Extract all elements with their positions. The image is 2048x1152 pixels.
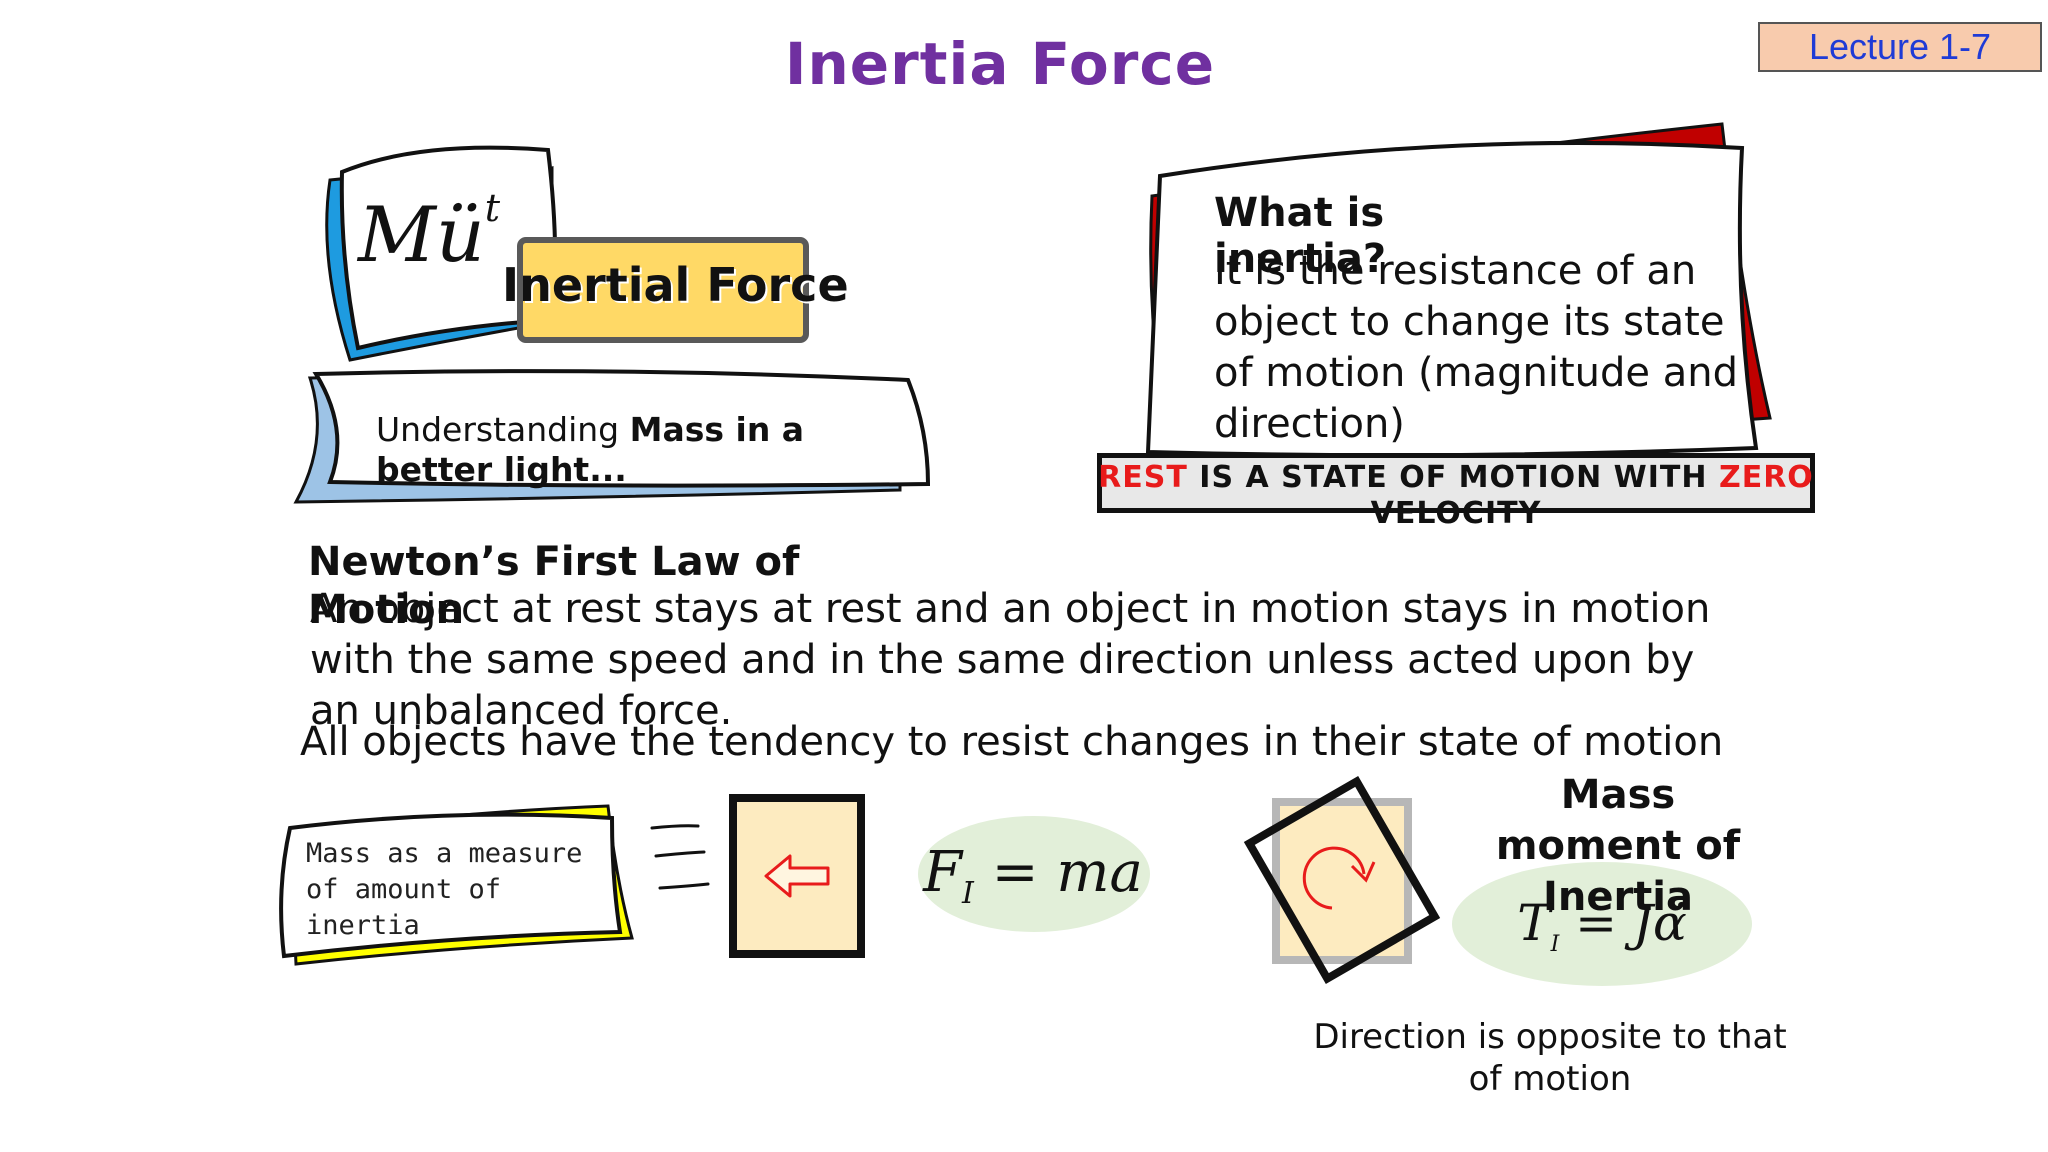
inertial-label-box bbox=[517, 237, 809, 343]
eq-force-lhs: F bbox=[923, 840, 962, 905]
understanding-bold: Mass in a better light... bbox=[376, 410, 805, 489]
slide-title: Inertia Force bbox=[784, 30, 1216, 98]
inertial-symbol: Müt bbox=[358, 186, 500, 279]
eq-torque-lhs: T bbox=[1517, 894, 1551, 952]
inertial-symbol-base: Mü bbox=[358, 190, 485, 279]
tendency-statement: All objects have the tendency to resist … bbox=[300, 719, 1724, 765]
rest-mid: IS A STATE OF MOTION WITH bbox=[1187, 460, 1719, 495]
rest-statement: REST IS A STATE OF MOTION WITH ZERO VELO… bbox=[1097, 460, 1815, 532]
eq-force-rhs: = ma bbox=[973, 840, 1143, 905]
rotating-block-shadow bbox=[1272, 798, 1412, 964]
rotate-clockwise-icon bbox=[1302, 846, 1376, 910]
rotating-block bbox=[1243, 775, 1441, 985]
newton-law-body: An object at rest stays at rest and an o… bbox=[310, 586, 1711, 734]
mass-moment-title: Mass moment of Inertia bbox=[1495, 772, 1741, 920]
rest-end: VELOCITY bbox=[1370, 496, 1542, 531]
inertial-symbol-sup: t bbox=[484, 185, 501, 230]
eq-torque-rhs: = Jα̈ bbox=[1559, 894, 1687, 952]
what-is-inertia-body: It is the resistance of an object to cha… bbox=[1214, 248, 1738, 447]
newton-law-title: Newton’s First Law of Motion bbox=[308, 539, 800, 633]
equation-inertial-force: FI = ma bbox=[918, 818, 1148, 928]
eq-force-sub: I bbox=[961, 876, 974, 912]
inertial-force-label: Inertial Force bbox=[502, 258, 849, 312]
eq-torque-sub: I bbox=[1550, 932, 1560, 957]
direction-note: Direction is opposite to that of motion bbox=[1313, 1017, 1787, 1099]
eq-torque-bg bbox=[1452, 862, 1752, 986]
lecture-badge: Lecture 1-7 bbox=[1758, 22, 2042, 72]
eq-force-bg bbox=[918, 816, 1150, 932]
speed-lines-icon bbox=[650, 824, 710, 890]
rest-red-word: REST bbox=[1098, 460, 1188, 495]
card-understanding-front bbox=[312, 369, 931, 488]
zero-red-word: ZERO bbox=[1718, 460, 1814, 495]
arrow-left-icon bbox=[764, 854, 830, 898]
equation-inertial-torque: TI = Jα̈ bbox=[1452, 868, 1752, 978]
card-whatis-front bbox=[1145, 140, 1759, 458]
what-is-inertia-title: What is inertia? bbox=[1214, 190, 1387, 282]
understanding-text: Understanding Mass in a better light... bbox=[376, 410, 916, 490]
understanding-prefix: Understanding bbox=[376, 410, 630, 449]
mass-measure-text: Mass as a measure of amount of inertia bbox=[306, 838, 583, 941]
rest-statement-box bbox=[1097, 453, 1815, 513]
card-mass-front bbox=[279, 812, 623, 959]
